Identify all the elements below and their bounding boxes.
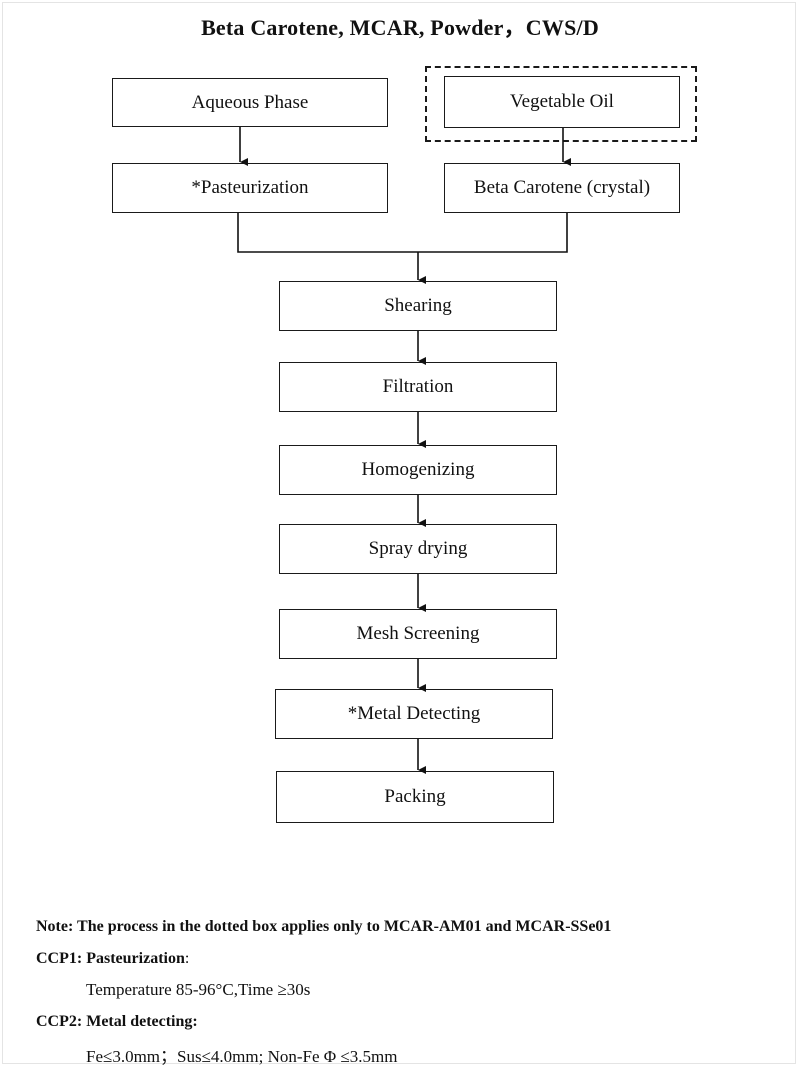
step-pasteurization: *Pasteurization [112,163,388,213]
ccp2-title: CCP2: Metal detecting: [36,1013,198,1030]
dotted-box-note: Note: The process in the dotted box appl… [36,918,612,935]
step-aqueous-phase: Aqueous Phase [112,78,388,127]
dotted-box [425,66,697,142]
step-mesh-screening: Mesh Screening [279,609,557,659]
ccp1-detail: Temperature 85-96°C,Time ≥30s [86,980,311,999]
ccp1-heading: CCP1: Pasteurization: [36,950,189,968]
ccp1-colon: : [184,950,190,967]
step-beta-carotene-crystal: Beta Carotene (crystal) [444,163,680,213]
merge-line [237,213,568,253]
ccp1-title: CCP1: Pasteurization [36,950,185,967]
ccp2-detail: Fe≤3.0mm；Sus≤4.0mm; Non-Fe Φ ≤3.5mm [86,1047,398,1066]
step-shearing: Shearing [279,281,557,331]
step-metal-detecting: *Metal Detecting [275,689,553,739]
step-vegetable-oil: Vegetable Oil [444,76,680,128]
step-packing: Packing [276,771,554,823]
step-spray-drying: Spray drying [279,524,557,574]
diagram-title: Beta Carotene, MCAR, Powder，CWS/D [201,15,599,40]
